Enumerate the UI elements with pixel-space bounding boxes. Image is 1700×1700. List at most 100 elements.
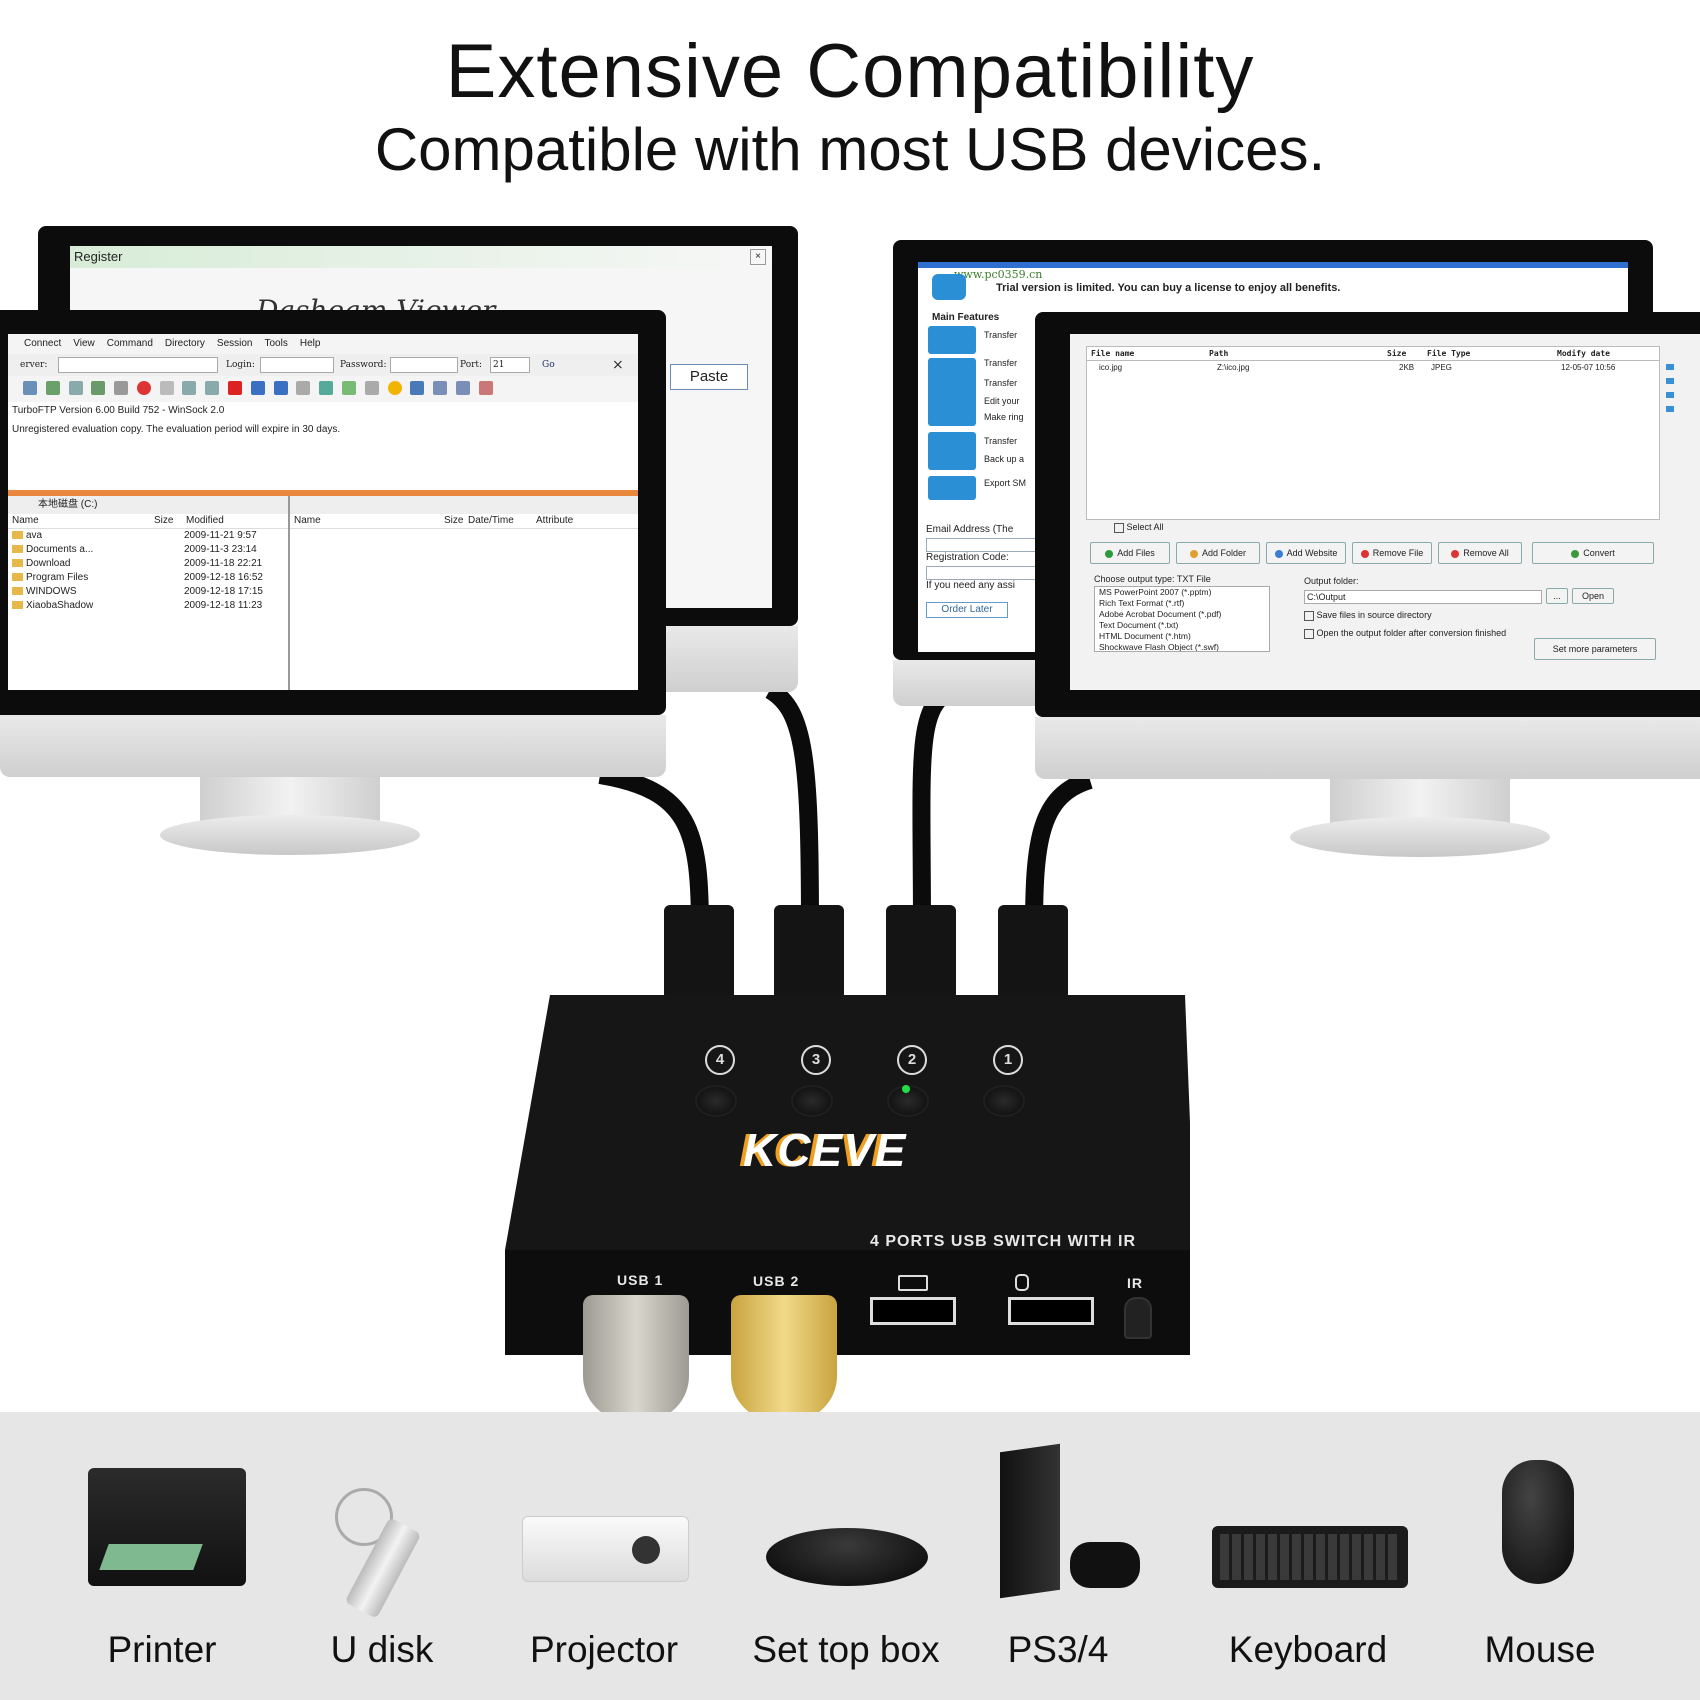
column-header[interactable]: Size [444, 515, 464, 526]
column-header[interactable]: Attribute [536, 515, 574, 526]
arrow-down-icon[interactable] [205, 381, 220, 395]
output-folder-input[interactable]: C:\Output [1304, 590, 1542, 604]
list-item[interactable]: MS PowerPoint 2007 (*.pptm) [1099, 587, 1212, 597]
remote-path-bar[interactable] [290, 496, 638, 514]
link-icon[interactable] [45, 381, 60, 395]
add-files-button[interactable]: Add Files [1090, 542, 1170, 564]
reconnect-icon[interactable] [91, 381, 106, 395]
convert-button[interactable]: Convert [1532, 542, 1654, 564]
column-header[interactable]: Date/Time [468, 515, 514, 526]
keyboard-usb-port[interactable] [870, 1297, 956, 1325]
stop-icon[interactable] [136, 381, 151, 395]
save-in-source-checkbox[interactable]: Save files in source directory [1304, 610, 1432, 621]
table-row[interactable]: ico.jpg Z:\ico.jpg 2KB JPEG 12-05-07 10:… [1099, 363, 1616, 372]
port-1-button[interactable] [983, 1085, 1025, 1117]
column-header[interactable]: Size [154, 515, 174, 526]
scroll-arrows[interactable] [1666, 364, 1674, 420]
password-input[interactable] [390, 357, 458, 373]
menu-item[interactable]: Tools [264, 338, 288, 349]
disconnect-icon[interactable] [68, 381, 83, 395]
open-button[interactable]: Open [1572, 588, 1614, 604]
server-label: erver: [20, 360, 48, 370]
button-icon [1571, 549, 1580, 558]
login-input[interactable] [260, 357, 334, 373]
more-parameters-button[interactable]: Set more parameters [1534, 638, 1656, 660]
port-4-button[interactable] [695, 1085, 737, 1117]
connect-icon[interactable] [23, 381, 37, 395]
column-header[interactable]: File Type [1427, 349, 1471, 358]
transfer-icon[interactable] [433, 381, 448, 395]
list-item[interactable]: Documents a...2009-11-3 23:14 [12, 543, 288, 557]
menu-bar: Connect View Command Directory Session Tools H… [8, 334, 638, 354]
arrow-up-icon[interactable] [182, 381, 197, 395]
column-header[interactable]: Modify date [1557, 349, 1610, 358]
menu-item[interactable]: Directory [164, 338, 205, 349]
list-item[interactable]: Rich Text Format (*.rtf) [1099, 598, 1185, 608]
column-header[interactable]: File name [1091, 349, 1135, 358]
add-website-button[interactable]: Add Website [1266, 542, 1346, 564]
close-icon[interactable]: × [612, 357, 624, 373]
mouse-usb-port[interactable] [1008, 1297, 1094, 1325]
button-icon [1189, 549, 1198, 558]
port-3-button[interactable] [791, 1085, 833, 1117]
add-folder-button[interactable]: Add Folder [1176, 542, 1260, 564]
local-path-bar[interactable]: 本地磁盘 (C:) [8, 496, 288, 514]
menu-item[interactable]: Command [106, 338, 153, 349]
bulb-icon[interactable] [341, 381, 356, 395]
go-button[interactable]: Go [542, 360, 555, 370]
paste-button[interactable]: Paste [670, 364, 748, 390]
menu-item[interactable]: Help [299, 338, 321, 349]
new-folder-icon[interactable] [296, 381, 311, 395]
close-icon[interactable]: × [750, 249, 766, 265]
clock-icon[interactable] [387, 381, 402, 395]
menu-item[interactable]: Connect [24, 338, 62, 349]
select-all-checkbox[interactable]: Select All [1114, 522, 1164, 533]
remove-file-button[interactable]: Remove File [1352, 542, 1432, 564]
registration-field[interactable] [926, 566, 1038, 580]
menu-item[interactable]: View [73, 338, 95, 349]
list-view-icon[interactable] [250, 381, 265, 395]
copy-icon[interactable] [114, 381, 129, 395]
edit-icon[interactable] [478, 381, 493, 395]
list-item[interactable]: Shockwave Flash Object (*.swf) [1099, 642, 1219, 652]
list-item[interactable]: HTML Document (*.htm) [1099, 631, 1191, 641]
feature-item[interactable]: Transfer [984, 330, 1018, 340]
lock-icon[interactable] [364, 381, 379, 395]
column-header[interactable]: Name [294, 515, 321, 526]
open-after-checkbox[interactable]: Open the output folder after conversion … [1304, 628, 1506, 639]
delete-icon[interactable] [228, 381, 243, 395]
port-input[interactable]: 21 [490, 357, 530, 373]
column-header[interactable]: Name [12, 515, 39, 526]
column-header[interactable]: Modified [186, 515, 224, 526]
list-item[interactable]: Adobe Acrobat Document (*.pdf) [1099, 609, 1222, 619]
browse-button[interactable]: ... [1546, 588, 1568, 604]
email-field[interactable] [926, 538, 1038, 552]
format-list[interactable]: MS PowerPoint 2007 (*.pptm)Rich Text For… [1094, 586, 1270, 652]
usb-stick-icon [325, 1470, 455, 1619]
detail-view-icon[interactable] [273, 381, 288, 395]
feature-item[interactable]: Export SM [984, 478, 1027, 488]
feature-item[interactable]: Back up a [984, 454, 1025, 464]
column-header[interactable]: Size [1387, 349, 1407, 358]
column-header[interactable]: Path [1209, 349, 1229, 358]
server-input[interactable] [58, 357, 218, 373]
feature-item[interactable]: Edit your [984, 396, 1020, 406]
menu-item[interactable]: Session [216, 338, 253, 349]
file-modified: 2009-11-21 9:57 [184, 530, 257, 541]
remove-all-button[interactable]: Remove All [1438, 542, 1522, 564]
feature-item[interactable]: Transfer [984, 436, 1018, 446]
queue-icon[interactable] [455, 381, 470, 395]
feature-item[interactable]: Make ring [984, 412, 1024, 422]
sync-icon[interactable] [319, 381, 334, 395]
feature-item[interactable]: Transfer [984, 378, 1018, 388]
list-item[interactable]: Text Document (*.txt) [1099, 620, 1179, 630]
order-later-button[interactable]: Order Later [926, 602, 1008, 618]
feature-item[interactable]: Transfer [984, 358, 1018, 368]
monitor-icon[interactable] [410, 381, 425, 395]
folder-icon[interactable] [159, 381, 174, 395]
